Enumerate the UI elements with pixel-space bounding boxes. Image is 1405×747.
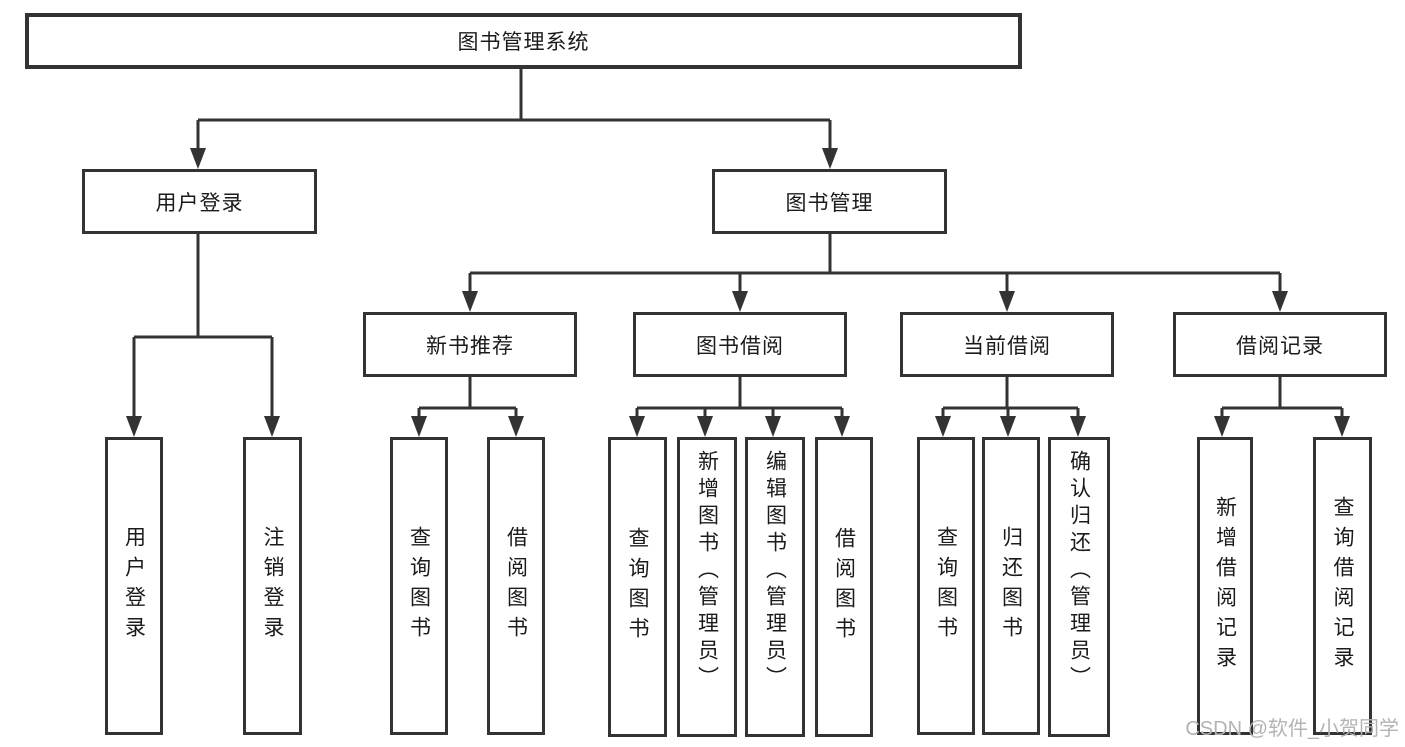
node-new-book-recommend: 新书推荐	[363, 312, 577, 377]
arrow-down-icons	[126, 148, 1350, 437]
node-book-borrow-label: 图书借阅	[696, 334, 784, 358]
csdn-watermark: CSDN @软件_小贺同学	[1185, 718, 1399, 740]
node-query-borrow-record: 查询借阅记录	[1313, 437, 1372, 735]
node-add-borrow-record-label: 新增借阅记录	[1213, 496, 1237, 676]
node-add-books-admin-label: 新增图书（管理员）	[695, 450, 719, 693]
node-query-books-recommend-label: 查询图书	[407, 526, 431, 646]
node-return-books: 归还图书	[982, 437, 1040, 735]
node-user-login: 用户登录	[82, 169, 317, 234]
node-query-books-borrow: 查询图书	[608, 437, 667, 737]
node-edit-books-admin-label: 编辑图书（管理员）	[763, 450, 787, 693]
node-confirm-return-admin-label: 确认归还（管理员）	[1067, 450, 1091, 693]
node-borrow-books-recommend-label: 借阅图书	[504, 526, 528, 646]
node-borrow-books-recommend: 借阅图书	[487, 437, 545, 735]
node-book-borrow: 图书借阅	[633, 312, 847, 377]
node-current-borrow: 当前借阅	[900, 312, 1114, 377]
node-leaf-logout: 注销登录	[243, 437, 302, 735]
node-edit-books-admin: 编辑图书（管理员）	[745, 437, 805, 737]
node-borrow-records: 借阅记录	[1173, 312, 1387, 377]
node-borrow-records-label: 借阅记录	[1236, 334, 1324, 358]
node-query-books-borrow-label: 查询图书	[626, 527, 649, 647]
node-return-books-label: 归还图书	[999, 526, 1023, 646]
node-book-management-label: 图书管理	[785, 191, 874, 215]
node-leaf-user-login: 用户登录	[105, 437, 163, 735]
node-new-book-recommend-label: 新书推荐	[426, 334, 514, 358]
node-root-label: 图书管理系统	[457, 31, 590, 54]
node-book-management: 图书管理	[712, 169, 947, 234]
node-confirm-return-admin: 确认归还（管理员）	[1048, 437, 1110, 737]
node-root: 图书管理系统	[25, 13, 1022, 69]
node-user-login-label: 用户登录	[155, 191, 244, 215]
node-query-borrow-record-label: 查询借阅记录	[1331, 496, 1354, 676]
node-current-borrow-label: 当前借阅	[963, 334, 1051, 358]
node-borrow-books-borrow-label: 借阅图书	[832, 527, 856, 647]
node-query-books-current-label: 查询图书	[934, 526, 958, 646]
node-borrow-books-borrow: 借阅图书	[815, 437, 873, 737]
node-leaf-logout-label: 注销登录	[261, 526, 284, 646]
node-query-books-current: 查询图书	[917, 437, 975, 735]
node-add-books-admin: 新增图书（管理员）	[677, 437, 737, 737]
node-leaf-user-login-label: 用户登录	[122, 526, 146, 646]
node-query-books-recommend: 查询图书	[390, 437, 448, 735]
node-add-borrow-record: 新增借阅记录	[1197, 437, 1253, 735]
